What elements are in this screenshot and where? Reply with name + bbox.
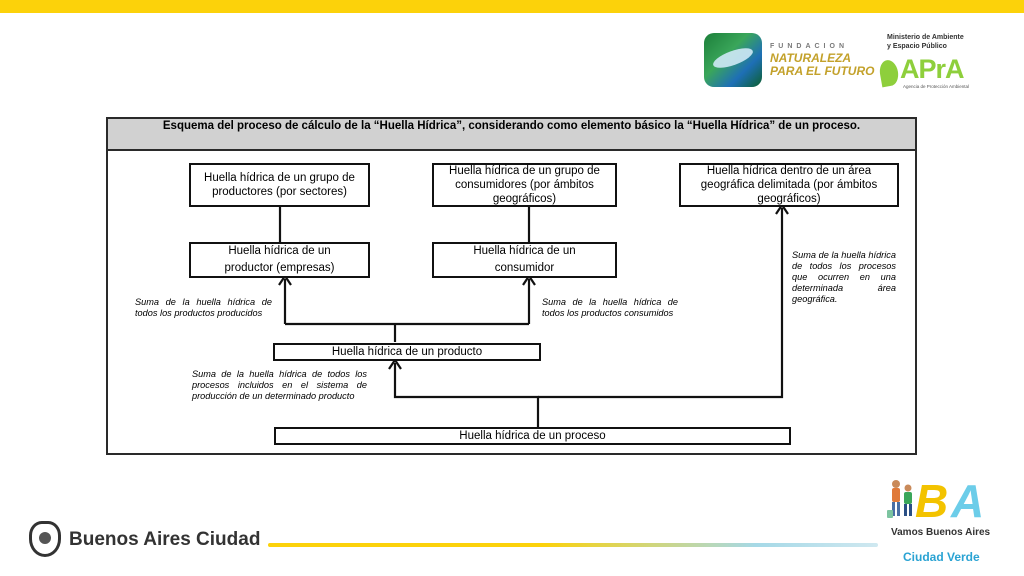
apra-leaf-icon <box>877 58 901 88</box>
ciudad-verde-label: Ciudad Verde <box>903 550 980 564</box>
box-producto: Huella hídrica de un producto <box>273 343 541 361</box>
note-procesos-producto: Suma de la huella hídrica de todos los p… <box>192 369 367 401</box>
box-grupo-consumidores-label: Huella hídrica de un grupo de consumidor… <box>449 165 600 205</box>
box-consumidor-label: Huella hídrica de un consumidor <box>473 245 576 274</box>
buenos-aires-ciudad-label: Buenos Aires Ciudad <box>69 529 261 550</box>
footer-gradient-line <box>268 543 878 547</box>
box-productor-label: Huella hídrica de un productor (empresas… <box>224 245 335 274</box>
top-accent-bar <box>0 0 1024 13</box>
ministerio-label: Ministerio de Ambiente y Espacio Público <box>887 33 964 51</box>
box-producto-label: Huella hídrica de un producto <box>331 346 483 358</box>
note-procesos-area: Suma de la huella hídrica de todos los p… <box>792 250 896 304</box>
box-consumidor: Huella hídrica de un consumidor <box>432 242 617 278</box>
box-grupo-productores-label: Huella hídrica de un grupo de productore… <box>204 172 355 198</box>
naturaleza-label: NATURALEZA <box>770 51 852 65</box>
apra-subtitle: Agencia de Protección Ambiental <box>903 84 970 89</box>
fundacion-label: FUNDACION <box>770 43 848 50</box>
water-footprint-diagram: Esquema del proceso de cálculo de la “Hu… <box>106 117 917 455</box>
naturaleza-logo-text: NATURALEZA PARA EL FUTURO <box>770 52 874 78</box>
connector-proceso-producto <box>393 363 540 429</box>
diagram-title: Esquema del proceso de cálculo de la “Hu… <box>108 119 915 151</box>
vamos-buenos-aires-label: Vamos Buenos Aires <box>891 527 991 538</box>
box-proceso: Huella hídrica de un proceso <box>274 427 791 445</box>
ba-logo-letter-b: B <box>915 475 948 527</box>
ba-logo-letter-a: A <box>951 475 985 527</box>
box-grupo-consumidores: Huella hídrica de un grupo de consumidor… <box>432 163 617 207</box>
fundacion-naturaleza-logo-icon <box>704 33 762 87</box>
ministerio-line-1: Ministerio de Ambiente <box>887 34 964 41</box>
connector-proceso-area <box>538 208 784 399</box>
note-productos-consumidos: Suma de la huella hídrica de todos los p… <box>542 297 678 318</box>
box-proceso-label: Huella hídrica de un proceso <box>459 430 606 442</box>
box-area-geografica: Huella hídrica dentro de un área geográf… <box>679 163 899 207</box>
box-productor: Huella hídrica de un productor (empresas… <box>189 242 370 278</box>
para-el-futuro-label: PARA EL FUTURO <box>770 64 875 78</box>
apra-logo-text: APrA <box>900 54 965 84</box>
connector-productor <box>283 279 531 326</box>
family-figures-icon <box>887 480 912 518</box>
box-area-geografica-label: Huella hídrica dentro de un área geográf… <box>700 165 878 205</box>
box-grupo-productores: Huella hídrica de un grupo de productore… <box>189 163 370 207</box>
buenos-aires-emblem-icon <box>29 521 61 557</box>
note-productos-producidos: Suma de la huella hídrica de todos los p… <box>135 297 272 318</box>
ministerio-line-2: y Espacio Público <box>887 43 947 50</box>
